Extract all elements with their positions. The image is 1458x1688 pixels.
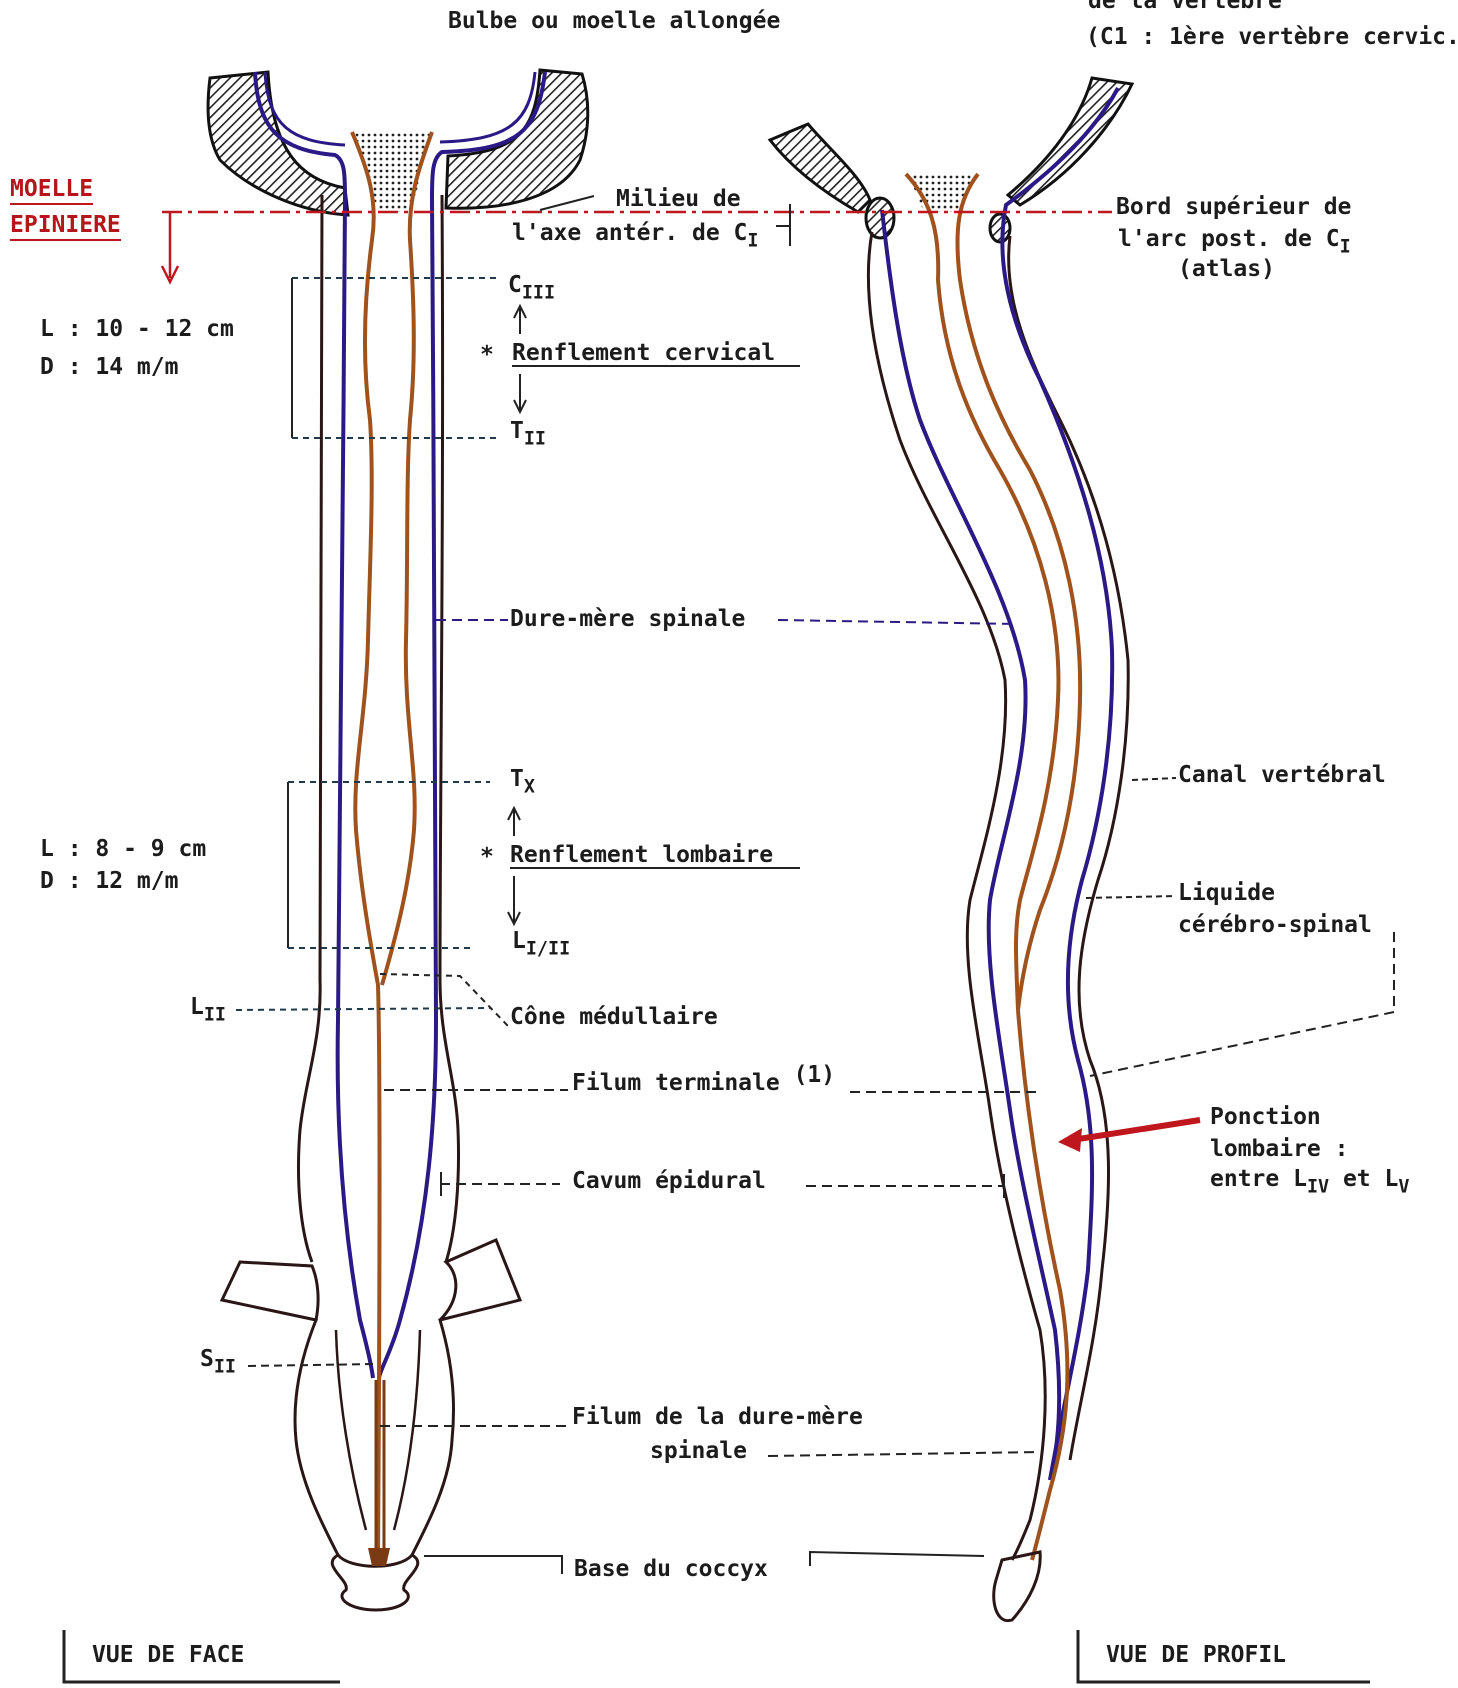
lombaire-diameter: D : 12 m/m: [40, 868, 178, 894]
epiniere-label: EPINIERE: [10, 212, 121, 241]
moelle-label: MOELLE: [10, 176, 93, 205]
cavum-epidural-label: Cavum épidural: [572, 1168, 766, 1194]
milieu-label-line1: Milieu de: [616, 186, 741, 212]
profile-atlas-posterior: [990, 214, 1010, 242]
ponction-label-line1: Ponction: [1210, 1104, 1321, 1130]
profile-cord-front: [906, 174, 1058, 1010]
filum-dure-mere-label-line1: Filum de la dure-mère: [572, 1404, 863, 1430]
cone-medullaire-label: Cône médullaire: [510, 1004, 718, 1030]
front-canal-right: [440, 195, 459, 1262]
cervical-top-level: CIII: [508, 272, 555, 304]
coccyx-label: Base du coccyx: [574, 1556, 768, 1582]
renflement-cervical-label: Renflement cervical: [512, 340, 775, 366]
liquide-label-line2: cérébro-spinal: [1178, 912, 1372, 938]
lii-level: LII: [190, 994, 226, 1026]
cervical-diameter: D : 14 m/m: [40, 354, 178, 380]
lombaire-top-level: TX: [510, 766, 535, 798]
milieu-label-line2: l'axe antér. de CI: [512, 220, 758, 252]
lombaire-length: L : 8 - 9 cm: [40, 836, 206, 862]
ponction-label-line2: lombaire :: [1210, 1136, 1348, 1162]
filum-terminale-label: Filum terminale (1): [572, 1070, 835, 1096]
profile-filum: [1018, 1010, 1067, 1560]
atlas-label: (atlas): [1178, 256, 1275, 282]
vue-face-label: VUE DE FACE: [92, 1642, 244, 1668]
canal-label: Canal vertébral: [1178, 762, 1386, 788]
vertebre-label-line2: (C1 : 1ère vertèbre cervic.): [1086, 24, 1458, 50]
profile-coccyx: [994, 1552, 1040, 1621]
profile-atlas-anterior: [866, 198, 894, 238]
profile-dura-front: [882, 210, 1059, 1480]
front-dura-right: [379, 72, 545, 1378]
front-cord-right: [382, 132, 432, 985]
ponction-label-line3: entre LIV et LV: [1210, 1166, 1409, 1198]
profile-canal-front: [868, 232, 1045, 1560]
profile-cord-back: [957, 174, 1080, 1010]
bulbe-label: Bulbe ou moelle allongée: [448, 8, 780, 34]
front-canal-left: [299, 195, 323, 1262]
cervical-bottom-level: TII: [510, 418, 546, 450]
dure-mere-label: Dure-mère spinale: [510, 606, 745, 632]
cervical-star: *: [480, 342, 494, 368]
lombaire-star: *: [480, 844, 494, 870]
sacrum: [222, 1240, 520, 1566]
liquide-label-line1: Liquide: [1178, 880, 1275, 906]
renflement-lombaire-label: Renflement lombaire: [510, 842, 773, 868]
profile-bone-left: [770, 124, 870, 212]
sii-level: SII: [200, 1346, 236, 1378]
bord-label-line2: l'arc post. de CI: [1118, 226, 1351, 258]
bord-label-line1: Bord supérieur de: [1116, 194, 1351, 220]
lombaire-bottom-level: LI/II: [512, 928, 570, 960]
cervical-length: L : 10 - 12 cm: [40, 316, 234, 342]
front-dura-left: [255, 72, 373, 1378]
profile-view: [770, 78, 1200, 1621]
filum-dure-mere-label-line2: spinale: [650, 1438, 747, 1464]
vue-profil-label: VUE DE PROFIL: [1106, 1642, 1286, 1668]
vertebre-label-line1: de la vertèbre: [1088, 0, 1282, 14]
